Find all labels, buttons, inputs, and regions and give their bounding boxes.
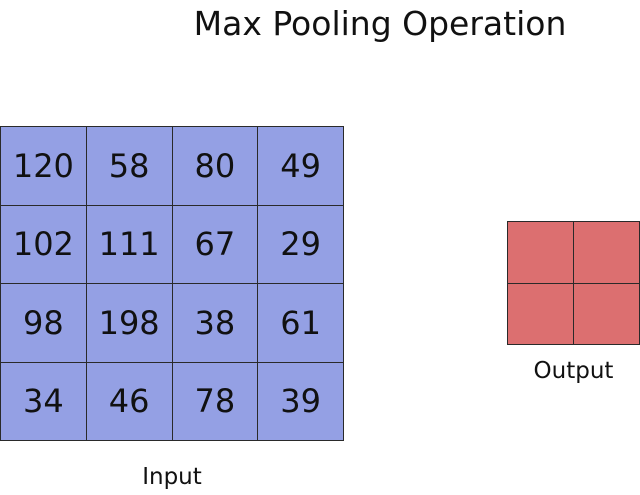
diagram-title: Max Pooling Operation bbox=[193, 4, 567, 43]
input-cell-r4-c3: 78 bbox=[172, 362, 259, 441]
input-cell-r4-c4: 39 bbox=[258, 362, 344, 441]
input-cell-r4-c1: 34 bbox=[1, 362, 87, 441]
input-cell-r4-c2: 46 bbox=[86, 362, 173, 441]
input-cell-r1-c1: 120 bbox=[1, 127, 87, 206]
input-cell-r3-c3: 38 bbox=[172, 284, 259, 363]
input-cell-r2-c2: 111 bbox=[86, 205, 173, 284]
input-cell-r3-c4: 61 bbox=[258, 284, 344, 363]
input-matrix: 120 58 80 49 102 111 67 29 98 198 38 61 … bbox=[0, 126, 344, 441]
input-cell-r1-c2: 58 bbox=[86, 127, 173, 206]
input-cell-r1-c3: 80 bbox=[172, 127, 259, 206]
output-matrix bbox=[507, 221, 640, 345]
output-cell-r1-c2 bbox=[574, 222, 640, 284]
output-label: Output bbox=[533, 358, 614, 384]
input-cell-r2-c1: 102 bbox=[1, 205, 87, 284]
input-cell-r3-c2: 198 bbox=[86, 284, 173, 363]
input-cell-r2-c4: 29 bbox=[258, 205, 344, 284]
output-cell-r2-c1 bbox=[508, 283, 574, 345]
input-cell-r1-c4: 49 bbox=[258, 127, 344, 206]
input-label: Input bbox=[142, 464, 202, 490]
input-cell-r2-c3: 67 bbox=[172, 205, 259, 284]
output-cell-r1-c1 bbox=[508, 222, 574, 284]
input-cell-r3-c1: 98 bbox=[1, 284, 87, 363]
output-cell-r2-c2 bbox=[574, 283, 640, 345]
